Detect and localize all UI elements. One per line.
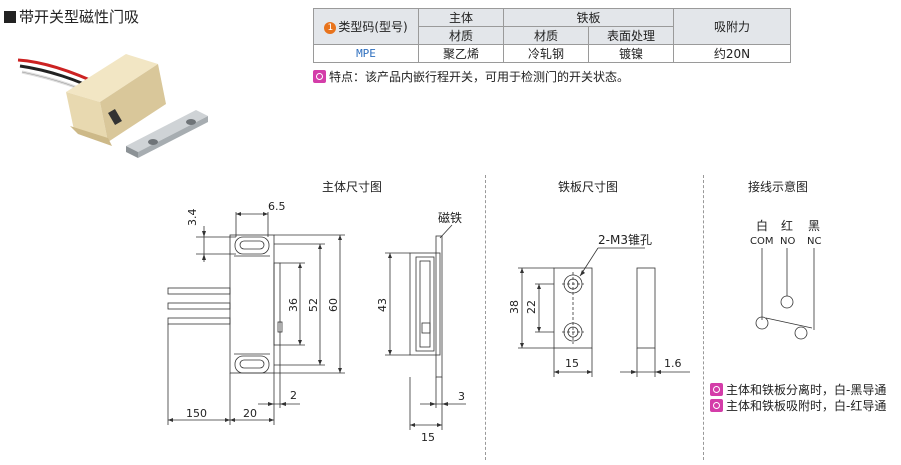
legend-marker-icon [710, 383, 723, 396]
note-marker-icon [313, 70, 326, 83]
cell-plate-material: 冷轧钢 [503, 44, 589, 63]
cell-surface: 镀镍 [588, 44, 674, 63]
header-body: 主体 [418, 8, 504, 27]
legend-marker-icon [710, 399, 723, 412]
dim-3-4: 3.4 [186, 209, 199, 227]
title-square-icon [4, 10, 16, 23]
plate-dimension-title: 铁板尺寸图 [558, 180, 619, 194]
separator-1 [485, 175, 486, 460]
dim-52: 52 [307, 298, 320, 312]
sub-surface: 表面处理 [588, 26, 674, 45]
cell-body-material: 聚乙烯 [418, 44, 504, 63]
dim-22: 22 [525, 300, 538, 314]
dim-3: 3 [458, 390, 465, 403]
product-photo [17, 54, 208, 158]
sub-material-plate: 材质 [503, 26, 589, 45]
terminal-nc: NC [807, 236, 821, 247]
dim-38: 38 [508, 300, 521, 314]
dim-plate-15: 15 [565, 357, 579, 370]
dim-36: 36 [287, 298, 300, 312]
dim-43: 43 [376, 298, 389, 312]
dim-2: 2 [290, 389, 297, 402]
wire-red: 红 [781, 218, 793, 233]
feature-note: 特点：该产品内嵌行程开关，可用于检测门的开关状态。 [313, 68, 629, 85]
body-dimension-title: 主体尺寸图 [322, 180, 383, 194]
wire-white: 白 [756, 218, 768, 233]
sub-material-body: 材质 [418, 26, 504, 45]
dim-150: 150 [186, 407, 207, 420]
dim-side-15: 15 [421, 431, 435, 444]
magnet-label: 磁铁 [438, 210, 462, 225]
legend-separated: 主体和铁板分离时，白-黑导通 [710, 381, 886, 398]
dim-6-5: 6.5 [268, 200, 286, 213]
legend-attached: 主体和铁板吸附时，白-红导通 [710, 397, 886, 414]
dim-20: 20 [243, 407, 257, 420]
cell-model: MPE [313, 44, 419, 63]
wire-black: 黑 [808, 219, 820, 233]
cell-force: 约20N [673, 44, 791, 63]
dim-1-6: 1.6 [664, 357, 682, 370]
page-title: 带开关型磁性门吸 [4, 6, 139, 27]
number-one-icon: 1 [324, 21, 337, 34]
hole-label: 2-M3锥孔 [598, 233, 652, 247]
separator-2 [703, 175, 704, 460]
dim-60: 60 [327, 298, 340, 312]
wiring-title: 接线示意图 [748, 180, 809, 194]
terminal-com: COM [750, 236, 773, 247]
terminal-no: NO [780, 236, 795, 247]
